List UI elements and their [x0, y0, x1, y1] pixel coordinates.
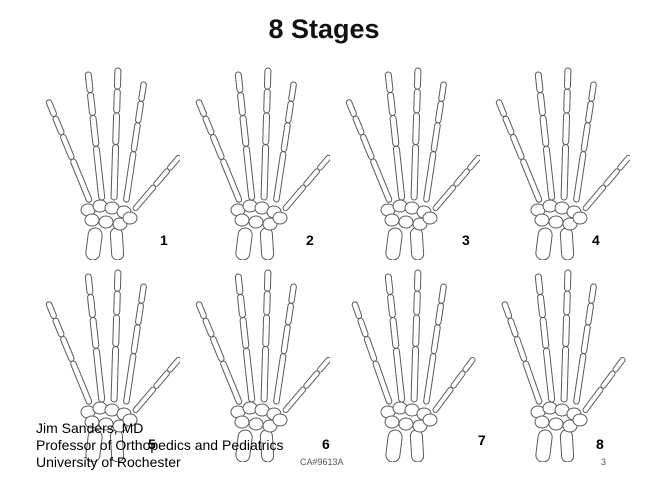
author-credits: Jim Sanders, MD Professor of Orthopedics…: [36, 420, 283, 471]
stage-panel-2: 2: [180, 60, 330, 260]
stage-label-8: 8: [596, 436, 604, 452]
stage-label-6: 6: [322, 436, 330, 452]
hand-skeleton-icon: [45, 67, 180, 260]
reference-code: CA#9613A: [300, 457, 344, 467]
stage-label-3: 3: [462, 232, 470, 248]
hand-skeleton-icon: [351, 269, 476, 462]
stage-panel-7: 7: [330, 262, 486, 462]
stage-panel-5: 5: [30, 262, 180, 462]
stage-panel-3: 3: [330, 60, 480, 260]
hand-skeleton-icon: [45, 269, 180, 462]
author-title: Professor of Orthopedics and Pediatrics: [36, 437, 284, 453]
stage-label-7: 7: [478, 432, 486, 448]
stage-panel-4: 4: [480, 60, 630, 260]
hand-skeleton-icon: [195, 269, 330, 462]
hand-skeleton-icon: [195, 67, 330, 260]
author-name: Jim Sanders, MD: [36, 420, 144, 436]
stage-panel-6: 6: [180, 262, 330, 462]
page-number: 3: [601, 457, 607, 467]
stage-panel-1: 1: [30, 60, 180, 260]
hand-skeleton-icon: [501, 269, 626, 462]
stage-label-4: 4: [592, 232, 600, 248]
stage-label-5: 5: [148, 436, 156, 452]
hand-skeleton-icon: [345, 67, 480, 260]
author-institution: University of Rochester: [36, 454, 181, 470]
hand-skeleton-icon: [495, 67, 630, 260]
slide-title: 8 Stages: [268, 14, 380, 44]
stage-label-1: 1: [160, 232, 168, 248]
stage-panel-8: 8: [480, 262, 630, 462]
stage-label-2: 2: [306, 232, 314, 248]
